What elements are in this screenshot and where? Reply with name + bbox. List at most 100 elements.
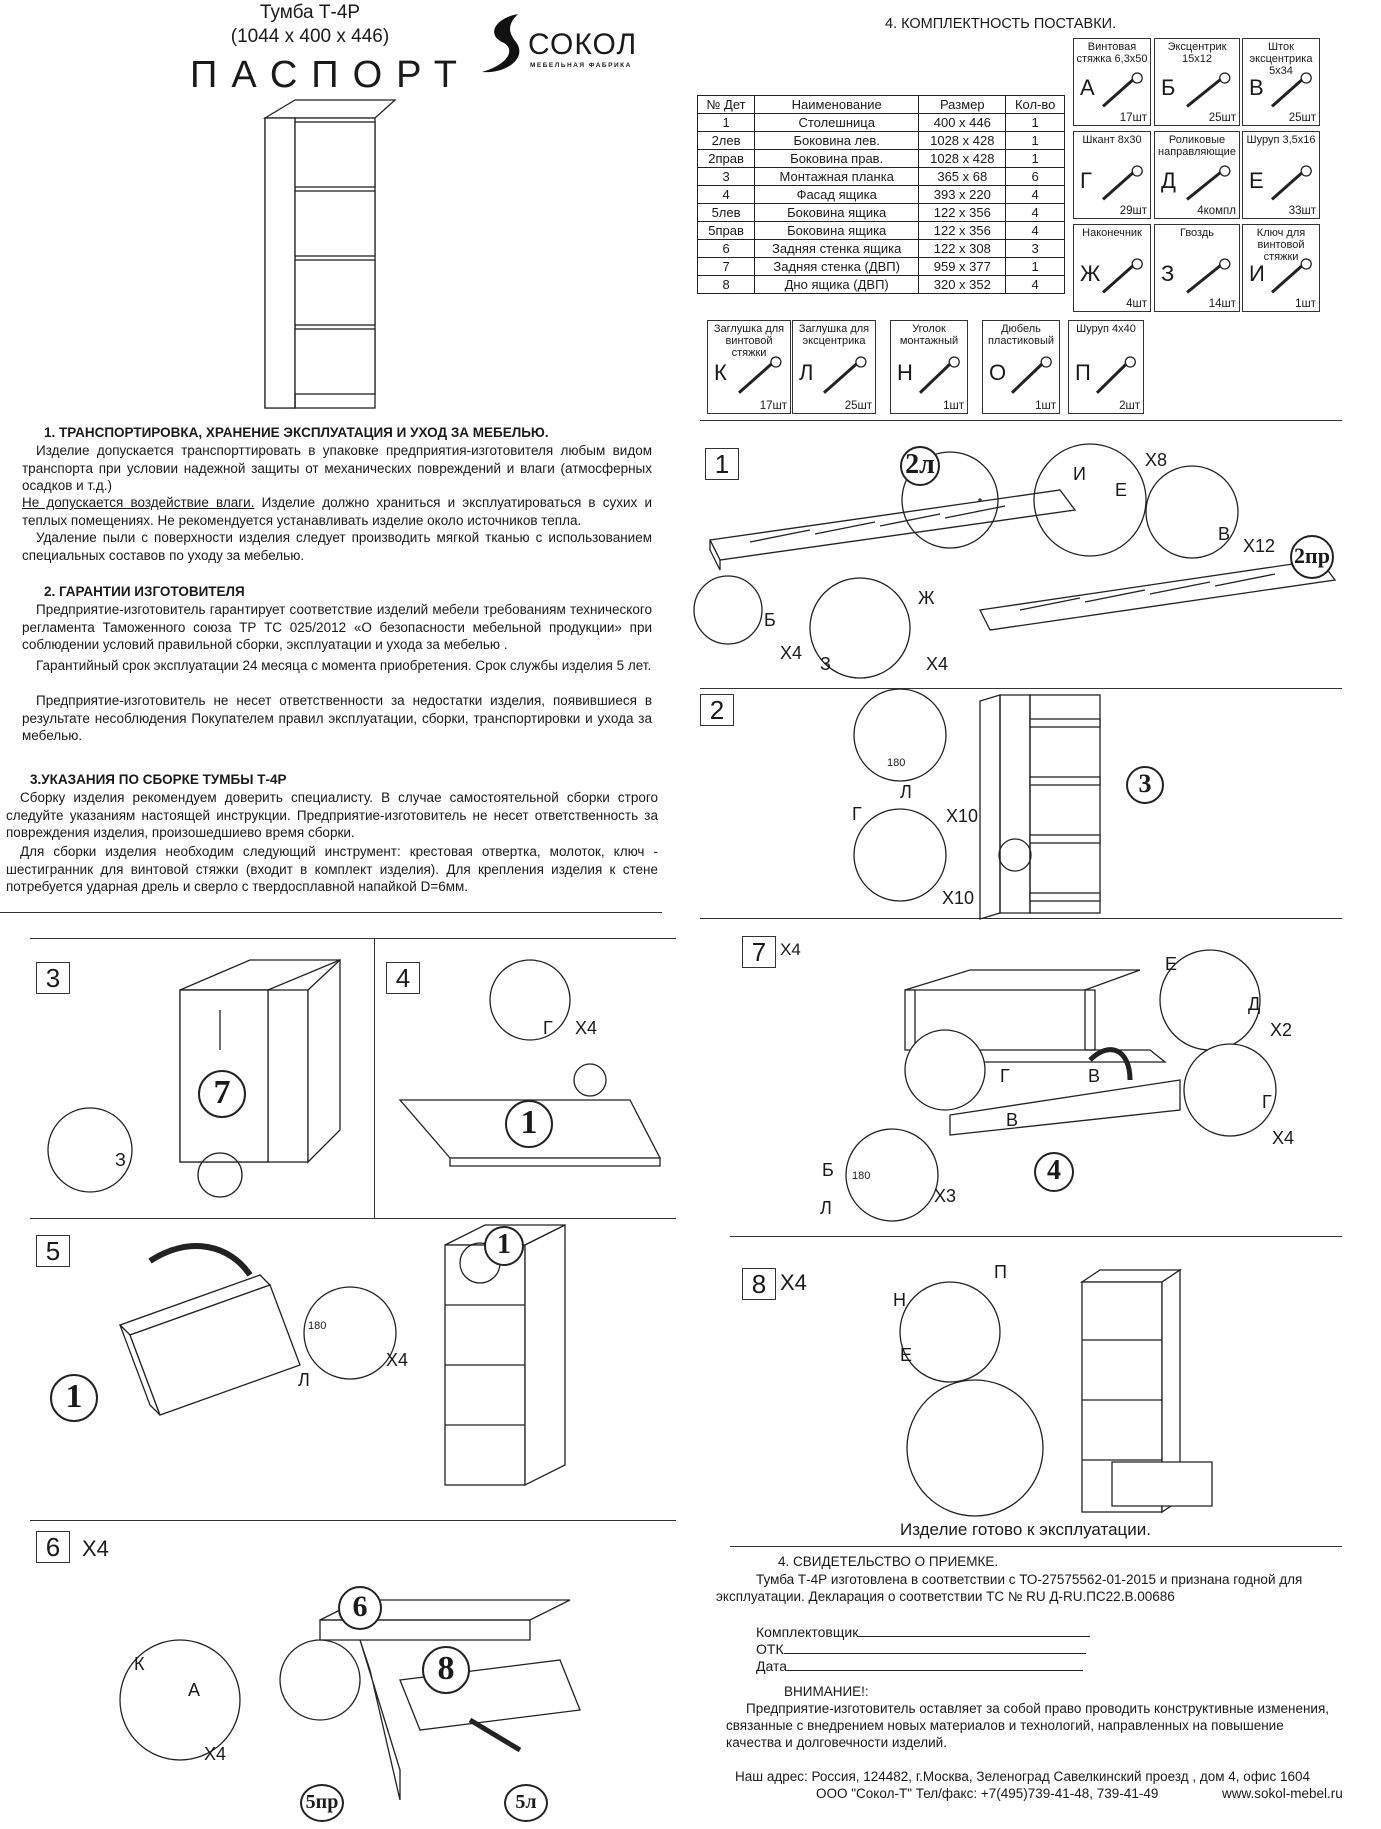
part-6-marker: 6: [338, 1586, 382, 1630]
section3-title: 3.УКАЗАНИЯ ПО СБОРКЕ ТУМБЫ Т-4Р: [30, 772, 287, 787]
kit-header-number: № Дет: [696, 95, 756, 114]
step-1-label-e: Е: [1115, 480, 1128, 500]
screw-icon: [1270, 165, 1312, 201]
step-8-label-p: П: [994, 1262, 1007, 1282]
brand-subtitle: МЕБЕЛЬНАЯ ФАБРИКА: [530, 62, 632, 69]
section3-para2: Для сборки изделия необходим следующий и…: [6, 844, 658, 894]
step-5-angle: 180: [308, 1320, 327, 1332]
step-1-x4-b: Х4: [926, 654, 949, 674]
step-8-multiplier: Х4: [780, 1270, 807, 1295]
kit-cell-size: 393 х 220: [918, 185, 1007, 204]
section2-title: 2. ГАРАНТИИ ИЗГОТОВИТЕЛЯ: [44, 584, 245, 599]
kit-header-qty: Кол-во: [1005, 95, 1065, 114]
kit-cell-name: Фасад ящика: [754, 185, 920, 204]
fitting-qty: 29шт: [1119, 205, 1147, 217]
fitting-name: Гвоздь: [1179, 227, 1214, 239]
part-3-marker: 3: [1126, 766, 1164, 804]
step-5-number: 5: [36, 1235, 70, 1267]
eccentric-icon: [1185, 72, 1231, 108]
step-6-label-a: А: [188, 1680, 201, 1700]
kit-cell-qty: 1: [1005, 131, 1065, 150]
company-address: Наш адрес: Россия, 124482, г.Москва, Зел…: [735, 1769, 1310, 1784]
fitting-letter: О: [989, 359, 1007, 385]
fitting-qty: 1шт: [1035, 400, 1056, 412]
step-2-number: 2: [700, 694, 734, 726]
fitting-letter: К: [714, 359, 727, 385]
kit-cell-name: Боковина лев.: [754, 131, 920, 150]
fitting-letter: И: [1249, 261, 1265, 287]
section1-para2-text: Изделие должно храниться и эксплуатирова…: [22, 495, 653, 528]
product-dimensions: (1044 x 400 x 446): [230, 26, 390, 47]
attention-title: ВНИМАНИЕ!:: [784, 1684, 869, 1699]
step-1-x12: Х12: [1243, 536, 1276, 556]
section2-para2: Гарантийный срок эксплуатации 24 месяца …: [36, 658, 652, 673]
nail-icon: [1185, 258, 1231, 294]
step-7-x3: Х3: [934, 1186, 957, 1206]
fitting-letter: Б: [1161, 75, 1176, 101]
field-date-label: Дата: [756, 1658, 788, 1674]
screw-icon: [1096, 356, 1137, 394]
step-5-label-l: Л: [298, 1370, 310, 1390]
step-7-label-b: Б: [822, 1160, 834, 1180]
step-7-label-e: Е: [1165, 954, 1178, 974]
step-7-label-g1: Г: [1000, 1066, 1010, 1086]
step-2-diagram: [853, 688, 1101, 920]
kit-header-size: Размер: [918, 95, 1007, 114]
kit-cell-qty: 6: [1005, 167, 1065, 186]
kit-cell-name: Боковина ящика: [754, 203, 920, 222]
signature-fields: Комплектовщик ОТК Дата: [756, 1624, 1091, 1675]
plastic-dowel-icon: [1010, 356, 1052, 394]
step-7-label-d: Д: [1248, 994, 1261, 1014]
kit-cell-qty: 1: [1005, 149, 1065, 168]
fitting-letter: А: [1080, 75, 1095, 101]
field-date: Дата: [756, 1658, 1090, 1675]
brand-logo: СОКОЛ МЕБЕЛЬНАЯ ФАБРИКА: [476, 10, 656, 80]
kit-title: 4. КОМПЛЕКТНОСТЬ ПОСТАВКИ.: [885, 16, 1117, 32]
fitting-name: Заглушка для винтовой стяжки: [713, 323, 785, 359]
fitting-name: Эксцентрик 15х12: [1167, 41, 1227, 65]
field-qc-line: [783, 1653, 1086, 1654]
fitting-letter: Е: [1249, 168, 1264, 194]
fitting-name: Дюбель пластиковый: [987, 323, 1055, 347]
step-6-number: 6: [36, 1531, 70, 1563]
fitting-qty: 25шт: [1288, 112, 1316, 124]
part-1-marker-5b: 1: [484, 1226, 524, 1266]
kit-cell-qty: 4: [1005, 275, 1065, 294]
kit-cell-number: 6: [696, 239, 756, 258]
step-5-x4: Х4: [386, 1350, 409, 1370]
kit-cell-qty: 1: [1005, 257, 1065, 276]
fitting-qty: 25шт: [1208, 112, 1236, 124]
section2-para3: Предприятие-изготовитель не несет ответс…: [22, 693, 652, 743]
field-packer: Комплектовщик: [756, 1624, 1091, 1641]
step-1-label-v: В: [1218, 524, 1231, 544]
kit-cell-size: 1028 х 428: [918, 149, 1007, 168]
part-7-marker: 7: [198, 1070, 246, 1118]
kit-cell-qty: 4: [1005, 203, 1065, 222]
kit-cell-name: Задняя стенка (ДВП): [754, 257, 920, 276]
kit-cell-name: Боковина ящика: [754, 221, 920, 240]
fitting-letter: З: [1161, 261, 1175, 287]
fitting-qty: 4компл: [1197, 205, 1236, 217]
step-7-multiplier: Х4: [780, 940, 801, 959]
part-8-marker: 8: [422, 1646, 470, 1694]
fitting-qty: 25шт: [844, 400, 872, 412]
step-7-label-g2: Г: [1262, 1092, 1272, 1112]
step-5-diagram: [118, 1223, 566, 1487]
step-7-diagram: [845, 949, 1277, 1222]
fitting-name: Шкант 8х30: [1082, 134, 1142, 146]
kit-cell-name: Монтажная планка: [754, 167, 920, 186]
kit-cell-number: 5прав: [696, 221, 756, 240]
kit-cell-number: 7: [696, 257, 756, 276]
acceptance-text: Тумба Т-4Р изготовлена в соответствии с …: [716, 1572, 1303, 1604]
kit-cell-size: 320 х 352: [918, 275, 1007, 294]
fitting-letter: Ж: [1080, 261, 1101, 287]
